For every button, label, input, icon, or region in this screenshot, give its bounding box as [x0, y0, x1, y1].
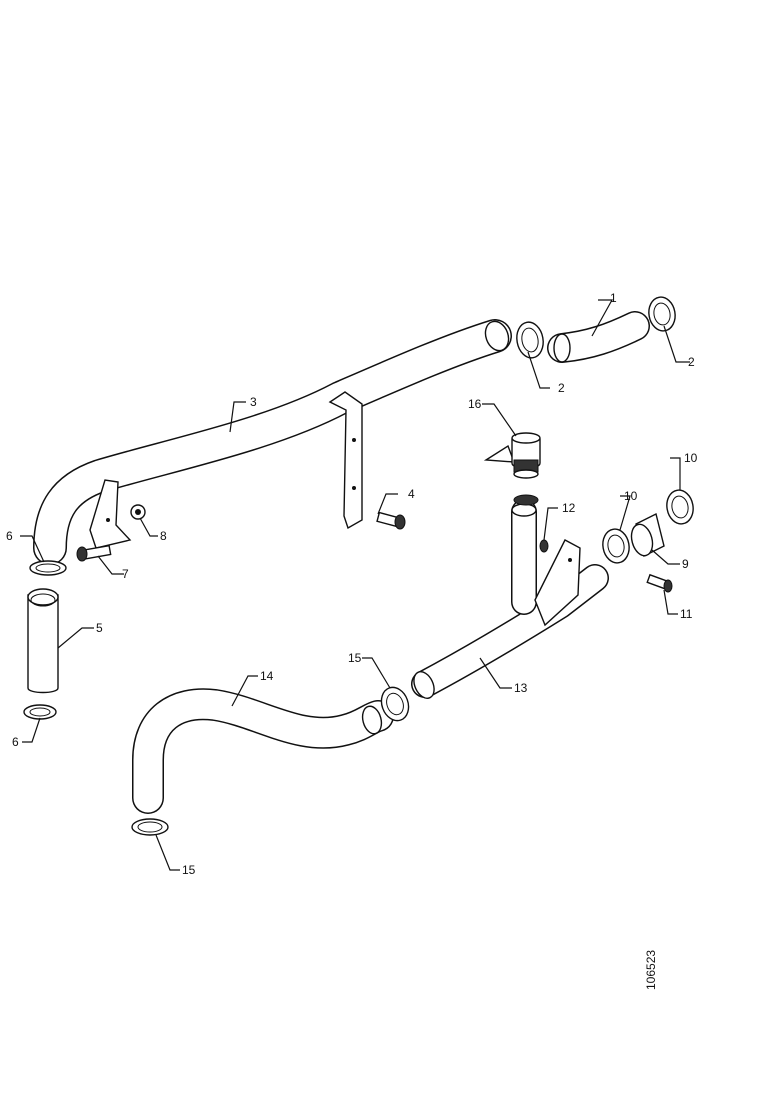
- pipe-14: [132, 688, 394, 814]
- pipe-bracket: [328, 391, 363, 530]
- callout-16: 16: [468, 397, 482, 411]
- callout-4: 4: [408, 487, 415, 501]
- clamp-6-top: [29, 560, 67, 576]
- leader-lines: [20, 299, 690, 871]
- clamp-10-right: [666, 489, 694, 525]
- callout-1: 1: [610, 291, 617, 305]
- clamp-15-mid: [380, 686, 410, 722]
- callout-12: 12: [562, 501, 576, 515]
- callout-11: 11: [680, 607, 693, 621]
- callout-5: 5: [96, 621, 103, 635]
- callout-2-left: 2: [558, 381, 565, 395]
- callout-9: 9: [682, 557, 689, 571]
- clamp-15-bottom: [131, 818, 169, 836]
- clamp-6-bottom: [23, 704, 57, 720]
- drawing-reference-number: 106523: [644, 950, 658, 990]
- bolt-7: [76, 544, 112, 562]
- callout-13: 13: [514, 681, 528, 695]
- callout-8: 8: [160, 529, 167, 543]
- nut-8: [130, 504, 146, 520]
- hose-9: [630, 512, 665, 558]
- callout-2-right: 2: [688, 355, 695, 369]
- bolt-12: [539, 539, 549, 553]
- pipe-13-bracket: [534, 539, 581, 627]
- callout-6-bottom: 6: [12, 735, 19, 749]
- clamp-10-left: [602, 528, 630, 564]
- callout-15-bottom: 15: [182, 863, 196, 877]
- pipe-5: [27, 588, 59, 694]
- callout-14: 14: [260, 669, 274, 683]
- hose-1: [547, 311, 650, 363]
- pipe-3: [33, 319, 512, 565]
- callout-6-top: 6: [6, 529, 13, 543]
- callout-3: 3: [250, 395, 257, 409]
- callout-10-right: 10: [684, 451, 698, 465]
- callout-15-mid: 15: [348, 651, 362, 665]
- bolt-4: [376, 511, 406, 530]
- bolt-11: [646, 573, 673, 593]
- fitting-16: [483, 432, 541, 506]
- clamp-2-left: [516, 321, 544, 359]
- callout-7: 7: [122, 567, 129, 581]
- callout-10-left: 10: [624, 489, 638, 503]
- clamp-2-right: [648, 296, 676, 332]
- callout-labels: 1 2 2 3 4 6 7 8 5 6 9 10 10 11 12 16 14 …: [6, 291, 698, 877]
